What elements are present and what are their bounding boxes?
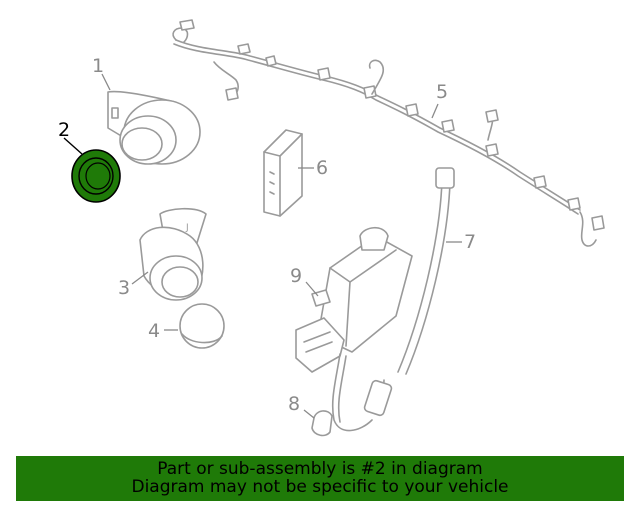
banner-line-part: Part or sub-assembly is #2 in diagram bbox=[157, 459, 483, 479]
leader-2 bbox=[63, 137, 83, 155]
leader-3 bbox=[131, 271, 149, 285]
part-5-wiring-harness[interactable] bbox=[172, 19, 605, 247]
leader-9 bbox=[305, 281, 319, 297]
part-2-sensor-retainer-ring[interactable] bbox=[71, 149, 121, 203]
callout-9[interactable]: 9 bbox=[290, 265, 302, 287]
callout-8[interactable]: 8 bbox=[288, 393, 300, 415]
part-6-control-module[interactable] bbox=[263, 129, 303, 217]
leader-8 bbox=[303, 409, 315, 419]
banner-line-disclaimer: Diagram may not be specific to your vehi… bbox=[131, 477, 509, 497]
part-3-sensor-housing[interactable]: J bbox=[139, 207, 207, 301]
part-1-parking-sensor-bracket[interactable] bbox=[107, 90, 201, 165]
notice-banner: Part or sub-assembly is #2 in diagram Di… bbox=[16, 456, 624, 501]
part-4-sensor-cap[interactable] bbox=[179, 303, 225, 349]
callout-3[interactable]: 3 bbox=[118, 277, 130, 299]
leader-5 bbox=[431, 103, 439, 119]
part-7-extension-cable[interactable] bbox=[397, 167, 455, 375]
callout-1[interactable]: 1 bbox=[92, 55, 104, 77]
callout-6[interactable]: 6 bbox=[316, 157, 328, 179]
part-8-pigtail-harness[interactable] bbox=[311, 353, 393, 437]
callout-7[interactable]: 7 bbox=[464, 231, 476, 253]
svg-text:J: J bbox=[185, 223, 189, 233]
leader-1 bbox=[101, 73, 111, 91]
callout-4[interactable]: 4 bbox=[148, 320, 160, 342]
callout-5[interactable]: 5 bbox=[436, 81, 448, 103]
part-9-camera-unit[interactable] bbox=[295, 226, 413, 373]
callout-2[interactable]: 2 bbox=[58, 119, 70, 141]
